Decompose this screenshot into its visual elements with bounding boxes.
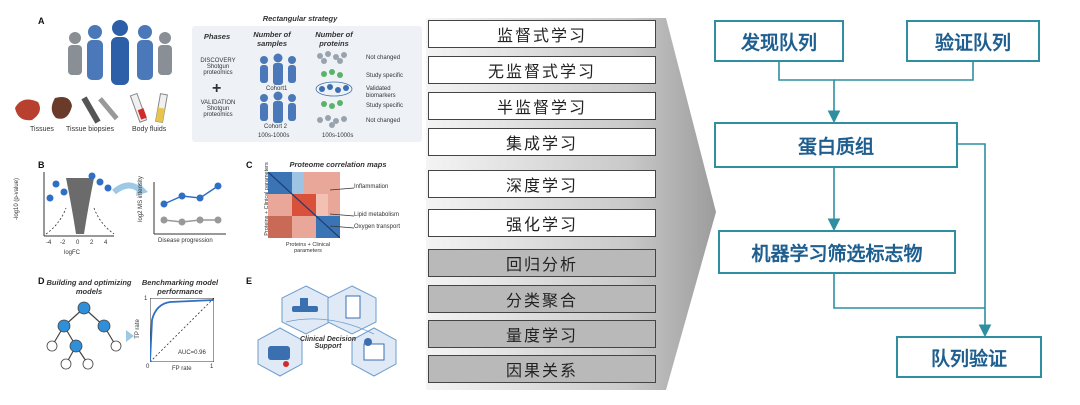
strategy-box xyxy=(192,26,422,142)
method-item: 深度学习 xyxy=(428,170,656,198)
discovery-cohort-box: 发现队列 xyxy=(714,20,844,62)
method-item: 无监督式学习 xyxy=(428,56,656,84)
roc-tick-y1: 1 xyxy=(144,296,148,302)
method-item: 监督式学习 xyxy=(428,20,656,48)
figure-panel: A Tissues Tissue biopsies Body fluids Re… xyxy=(0,0,425,405)
tree-model-illustration xyxy=(46,301,134,370)
clinical-decision-illustration xyxy=(257,285,397,377)
header-proteins: Number of proteins xyxy=(315,30,353,48)
panel-d-letter: D xyxy=(38,276,45,286)
method-item: 半监督学习 xyxy=(428,92,656,120)
progression-xlabel: Disease progression xyxy=(158,238,213,244)
roc-ylabel: TP rate xyxy=(134,319,141,339)
cohort-validation-box: 队列验证 xyxy=(896,336,1042,378)
volcano-xtick-5: 4 xyxy=(104,240,108,246)
cohort2-label: Cohort 2 xyxy=(264,124,288,130)
validation-cohort-box: 验证队列 xyxy=(906,20,1040,62)
outcome-not-changed-1: Not changed xyxy=(366,55,401,61)
heatmap-ylabel: Proteins + Clinical parameters xyxy=(263,162,270,236)
method-item: 集成学习 xyxy=(428,128,656,156)
discovery-text: DISCOVERY Shotgun proteomics xyxy=(200,58,236,76)
method-item: 量度学习 xyxy=(428,320,656,348)
tissue-label: Tissues xyxy=(30,126,54,133)
heatmap-xlabel: Proteins + Clinical parameters xyxy=(285,242,331,254)
fluids-label: Body fluids xyxy=(132,126,167,133)
cohort1-label: Cohort1 xyxy=(266,86,288,92)
roc-curve xyxy=(150,298,214,362)
volcano-xtick-4: 2 xyxy=(90,240,94,246)
ml-screening-box: 机器学习筛选标志物 xyxy=(718,230,956,274)
annot-oxygen: Oxygen transport xyxy=(354,224,401,230)
panel-a-letter: A xyxy=(38,16,45,26)
volcano-xtick-3: 0 xyxy=(76,240,80,246)
volcano-xtick-2: -2 xyxy=(60,240,66,246)
cohort-illustration xyxy=(260,53,296,123)
panel-d-title1: Building and optimizing models xyxy=(46,278,132,296)
proteome-box: 蛋白质组 xyxy=(714,122,958,168)
annot-lipid: Lipid metabolism xyxy=(354,212,400,218)
volcano-ylabel: -log10 (p-value) xyxy=(14,177,21,221)
correlation-heatmap xyxy=(268,172,340,238)
method-item: 强化学习 xyxy=(428,209,656,237)
panel-c-title: Proteome correlation maps xyxy=(289,160,387,169)
sample-types-illustration xyxy=(15,92,168,124)
method-item: 回归分析 xyxy=(428,249,656,277)
method-item: 因果关系 xyxy=(428,355,656,383)
volcano-xtick-1: -4 xyxy=(46,240,52,246)
panel-c-letter: C xyxy=(246,160,253,170)
people-illustration xyxy=(68,20,172,85)
roc-tick-0: 0 xyxy=(146,364,150,370)
outcome-study-specific-1: Study specific xyxy=(366,73,404,79)
outcome-validated: Validated biomarkers xyxy=(366,86,396,99)
method-item: 分类聚合 xyxy=(428,285,656,313)
roc-auc: AUC=0.96 xyxy=(178,350,206,356)
header-samples: Number of samples xyxy=(253,30,291,48)
clinical-decision-label: Clinical Decision Support xyxy=(299,336,357,350)
annot-inflammation: Inflammation xyxy=(354,184,389,190)
outcome-not-changed-2: Not changed xyxy=(366,118,401,124)
panel-b-letter: B xyxy=(38,160,45,170)
flow-connectors xyxy=(778,60,992,338)
volcano-plot xyxy=(43,172,226,237)
header-phases: Phases xyxy=(203,32,231,41)
samples-count: 100s-1000s xyxy=(258,133,290,139)
panel-d-title2: Benchmarking model performance xyxy=(141,278,219,296)
plus-sign: + xyxy=(212,80,222,97)
heatmap-annotation-lines xyxy=(330,187,355,229)
biopsy-label: Tissue biopsies xyxy=(66,126,114,133)
outcome-study-specific-2: Study specific xyxy=(366,103,404,109)
volcano-xlabel: logFC xyxy=(64,250,81,256)
roc-tick-x1: 1 xyxy=(210,364,214,370)
protein-dots xyxy=(315,51,353,128)
validation-text: VALIDATION Shotgun proteomics xyxy=(200,100,236,118)
intensity-ylabel: log2 MS intensity xyxy=(137,176,144,222)
proteins-count: 100s-1000s xyxy=(322,133,354,139)
panel-e-letter: E xyxy=(246,276,253,286)
panel-a-title: Rectangular strategy xyxy=(262,14,338,23)
roc-xlabel: FP rate xyxy=(172,366,192,372)
